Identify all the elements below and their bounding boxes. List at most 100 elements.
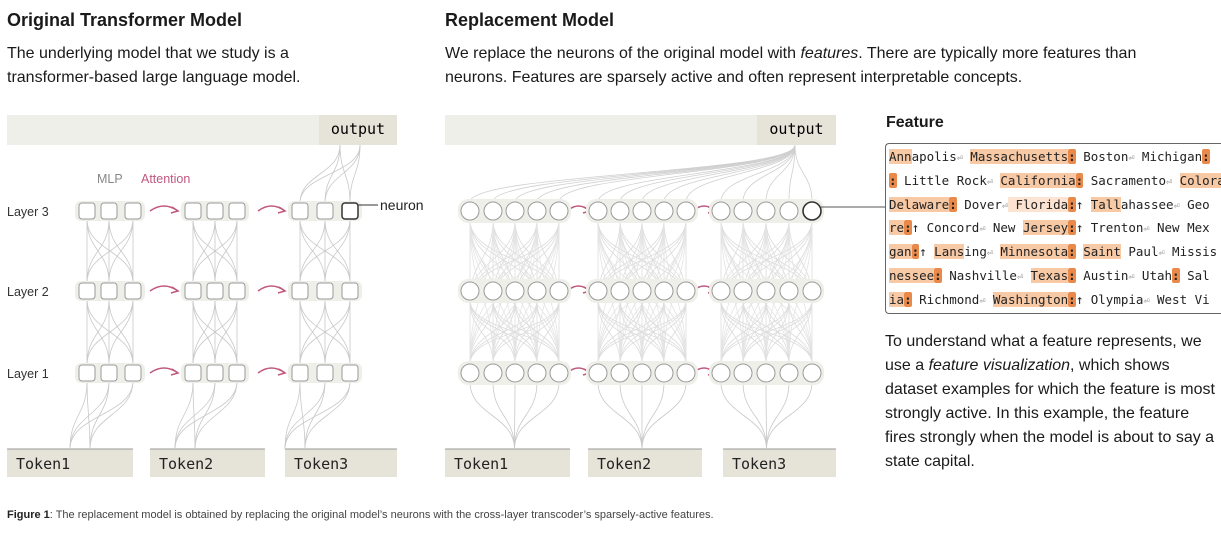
neuron-node xyxy=(228,282,246,300)
feature-node xyxy=(802,363,822,383)
connection-wire xyxy=(284,380,301,450)
token-text: re xyxy=(889,220,905,236)
connection-wire xyxy=(192,298,216,366)
feature-node xyxy=(779,363,799,383)
newline-marker: ⏎ xyxy=(1128,153,1135,164)
feature-node xyxy=(733,281,753,301)
feature-node xyxy=(505,201,525,221)
mlp-label: MLP xyxy=(97,172,123,186)
connection-wire xyxy=(304,380,326,450)
token-text: apolis xyxy=(911,149,957,164)
token-text: Geo xyxy=(1179,196,1210,212)
connection-wire xyxy=(663,144,796,203)
connection-wire xyxy=(284,380,351,450)
connection-wire xyxy=(597,144,796,203)
token-text: West Vi xyxy=(1149,291,1210,307)
connection-wire xyxy=(720,299,767,365)
connection-wire xyxy=(192,218,238,284)
connection-wire xyxy=(299,218,326,284)
newline-marker: ⏎ xyxy=(1016,272,1023,283)
token-label: Token2 xyxy=(159,455,213,473)
connection-wire xyxy=(469,144,796,203)
connection-wire xyxy=(192,380,196,450)
feature-node xyxy=(549,281,569,301)
connection-wire xyxy=(86,218,134,284)
feature-node xyxy=(756,281,776,301)
token-box xyxy=(445,449,570,477)
feature-example-row: gan:↑ Lansing⏎ Minnesota: Saint Paul⏎ Mi… xyxy=(889,242,1217,262)
newline-marker: ⏎ xyxy=(1143,295,1150,307)
connection-wire xyxy=(597,299,665,365)
feature-example-row: : Little Rock⏎ California: Sacramento⏎ C… xyxy=(889,171,1221,191)
token-text: Texas xyxy=(1030,268,1069,283)
neuron-node xyxy=(291,282,309,300)
connection-wire xyxy=(765,381,767,450)
activation-marker: : xyxy=(1068,149,1076,164)
token-text: ia xyxy=(889,291,905,307)
attention-arrowhead xyxy=(277,206,287,214)
replacement-model-description: We replace the neurons of the original m… xyxy=(445,45,1137,86)
feature-example-row: Annapolis⏎ Massachusetts: Boston⏎ Michig… xyxy=(889,147,1210,167)
activation-marker: : xyxy=(911,244,920,260)
feature-node xyxy=(588,201,608,221)
feature-node xyxy=(654,281,674,301)
connection-wire xyxy=(324,144,341,204)
connection-wire xyxy=(765,299,813,365)
newline-marker: ⏎ xyxy=(1166,176,1173,188)
connection-wire xyxy=(299,218,351,284)
token-text: gan xyxy=(889,244,912,260)
figure-caption: Figure 1: The replacement model is obtai… xyxy=(7,509,714,521)
neuron-node xyxy=(78,202,96,220)
connection-wire xyxy=(720,299,813,365)
activation-marker: : xyxy=(934,268,942,283)
connection-wire xyxy=(86,218,110,284)
output-box xyxy=(757,115,836,145)
activation-marker: : xyxy=(1202,149,1210,164)
connection-wire xyxy=(299,298,351,366)
token-text: nessee xyxy=(889,268,935,283)
token-box xyxy=(723,449,836,477)
feature-node xyxy=(610,363,630,383)
connection-wire xyxy=(536,299,560,365)
connection-wire xyxy=(194,380,216,450)
attention-arrowhead xyxy=(277,368,287,376)
feature-node xyxy=(756,201,776,221)
token-text: Utah xyxy=(1134,268,1173,283)
connection-wire xyxy=(558,144,796,203)
token-text: New xyxy=(985,220,1023,236)
token-text: Richmond xyxy=(911,291,980,307)
neuron-node xyxy=(316,364,334,382)
token-text: Saint xyxy=(1083,244,1121,260)
connection-wire xyxy=(469,299,494,365)
connection-wire xyxy=(720,299,744,365)
activation-marker: : xyxy=(889,172,897,188)
neuron-node xyxy=(206,364,224,382)
connection-wire xyxy=(641,144,796,203)
activation-marker: : xyxy=(904,291,912,307)
token-text: ing xyxy=(964,244,987,260)
layer-label: Layer 3 xyxy=(7,205,49,219)
connection-wire xyxy=(766,381,790,450)
token-box xyxy=(588,449,702,477)
connection-wire xyxy=(86,298,110,366)
connection-wire xyxy=(514,381,516,450)
neuron-node xyxy=(124,282,142,300)
feature-node xyxy=(527,281,547,301)
token-text: New Mex xyxy=(1149,220,1210,236)
connection-wire xyxy=(742,144,796,203)
connection-wire xyxy=(174,380,194,450)
feature-node xyxy=(460,201,480,221)
feature-node xyxy=(527,363,547,383)
feature-node xyxy=(610,201,630,221)
feature-example-row: Delaware: Dover⏎ Florida:↑ Tallahassee⏎ … xyxy=(889,195,1210,215)
connection-wire xyxy=(720,381,767,450)
connection-wire xyxy=(536,144,796,203)
connection-wire xyxy=(597,299,687,365)
replacement-model-title: Replacement Model xyxy=(445,10,615,30)
newline-marker: ⏎ xyxy=(986,176,993,188)
token-text: Tall xyxy=(1090,196,1121,212)
connection-wire xyxy=(174,380,216,450)
token-text: Ann xyxy=(889,149,912,164)
feature-example-row: nessee: Nashville⏎ Texas: Austin⏎ Utah: … xyxy=(889,266,1210,286)
token-text: ia xyxy=(1128,291,1144,307)
